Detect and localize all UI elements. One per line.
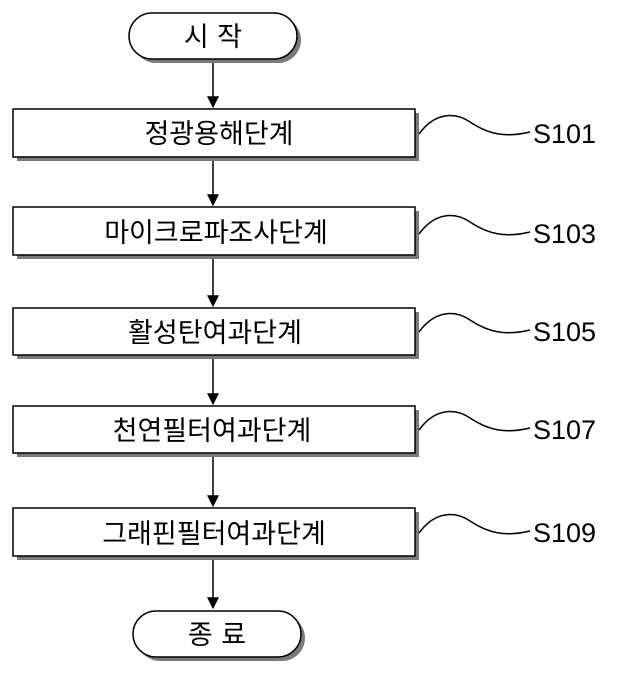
step-label: 마이크로파조사단계 [104, 218, 328, 249]
step-codes: S101 S103 S105 S107 S109 [533, 119, 596, 548]
step-label: 활성탄여과단계 [128, 318, 302, 349]
leader-s101 [418, 114, 531, 136]
step-label: 천연필터여과단계 [113, 416, 312, 447]
step-s103: 마이크로파조사단계 [12, 206, 419, 259]
leader-s105 [418, 312, 531, 334]
step-s107: 천연필터여과단계 [12, 405, 419, 457]
start-terminator: 시 작 [128, 12, 301, 63]
step-code-s107: S107 [533, 415, 596, 445]
step-s109: 그래핀필터여과단계 [12, 507, 419, 560]
step-code-s105: S105 [533, 317, 596, 347]
step-s101: 정광용해단계 [12, 108, 419, 161]
step-code-s109: S109 [533, 518, 596, 548]
step-code-s101: S101 [533, 119, 596, 149]
end-terminator: 종 료 [132, 610, 305, 661]
leader-s107 [418, 410, 531, 432]
leader-s103 [418, 214, 531, 236]
leader-s109 [418, 513, 531, 535]
step-label: 그래핀필터여과단계 [102, 519, 326, 550]
leader-lines [418, 114, 531, 535]
end-label: 종 료 [188, 620, 246, 651]
step-label: 정광용해단계 [144, 119, 293, 150]
step-code-s103: S103 [533, 219, 596, 249]
step-s105: 활성탄여과단계 [12, 307, 419, 359]
start-label: 시 작 [184, 22, 242, 53]
